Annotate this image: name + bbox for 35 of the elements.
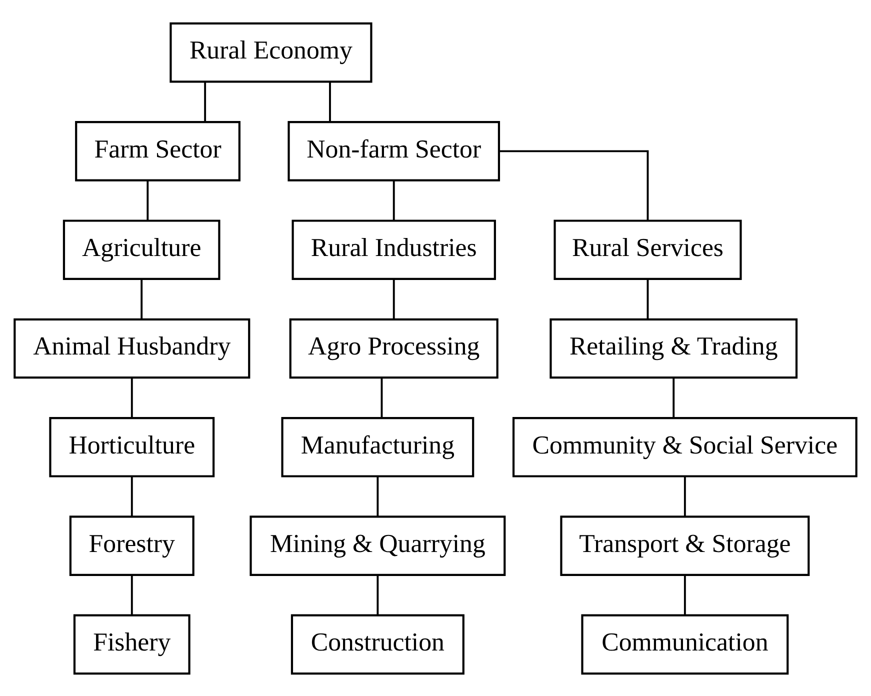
connector [204, 82, 206, 122]
node-box: Mining & Quarrying [250, 515, 506, 576]
connector [684, 574, 686, 614]
node-box: Horticulture [49, 416, 215, 477]
connector [130, 378, 133, 418]
node-box: Transport & Storage [560, 515, 810, 576]
connector [672, 378, 675, 418]
connector [376, 476, 379, 516]
node-box: Agriculture [62, 219, 220, 280]
node-box: Agro Processing [289, 318, 498, 378]
connector [130, 574, 133, 614]
node-box: Animal Husbandry [14, 318, 250, 378]
connector [646, 278, 649, 318]
connector [130, 476, 133, 516]
connector [499, 150, 649, 220]
connector [392, 180, 395, 220]
node-box: Manufacturing [281, 416, 474, 477]
node-box: Communication [581, 614, 789, 674]
connector [392, 278, 395, 318]
connector [140, 278, 143, 318]
node-box: Rural Industries [292, 219, 496, 280]
node-box: Rural Services [554, 219, 742, 280]
connector [684, 476, 686, 516]
node-box: Non-farm Sector [288, 120, 500, 181]
node-box: Farm Sector [75, 120, 240, 181]
connector [376, 574, 379, 614]
node-box: Rural Economy [170, 22, 372, 82]
connector [380, 378, 383, 418]
node-box: Fishery [73, 614, 190, 674]
connector [329, 82, 331, 122]
node-box: Construction [290, 614, 464, 674]
node-box: Forestry [69, 515, 194, 576]
node-box: Retailing & Trading [550, 318, 798, 378]
node-box: Community & Social Service [512, 416, 858, 477]
connector [146, 180, 149, 220]
